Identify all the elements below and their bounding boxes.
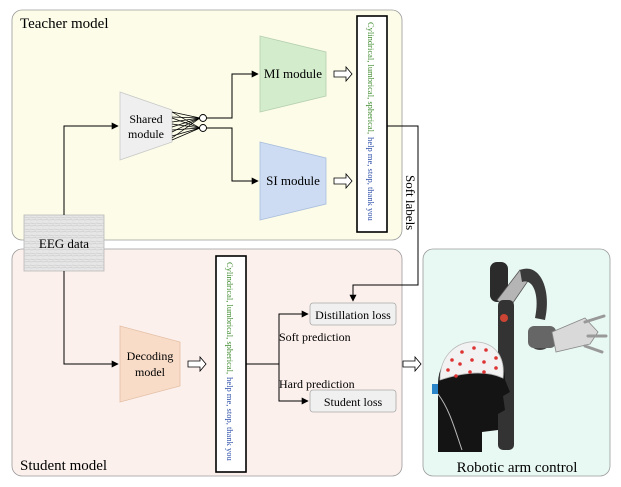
hollow-arrow-decoding: [187, 355, 207, 373]
arrow-hard-prediction: [278, 364, 309, 405]
arrow-eeg-to-decoding: [63, 271, 119, 368]
decoding-model-label-1: Decoding: [127, 349, 174, 363]
soft-labels-text: Soft labels: [403, 175, 418, 230]
connectors: [63, 70, 419, 405]
split-node-top: [199, 114, 207, 122]
teacher-panel-title: Teacher model: [20, 16, 108, 32]
robot-illustration: [432, 262, 608, 452]
hollow-arrow-mi: [333, 65, 353, 83]
distillation-loss-box: [309, 302, 397, 326]
hollow-arrows: [187, 65, 422, 373]
teacher-output-box: [356, 15, 388, 233]
student-output-classes: Cylindrical, lumbrical, spherical,help m…: [225, 262, 235, 461]
student-panel: [11, 248, 403, 477]
eeg-data-label: EEG data: [39, 236, 89, 251]
shared-module-shape: [119, 91, 173, 161]
shared-module-label-2: module: [128, 127, 164, 141]
split-node-bottom: [199, 124, 207, 132]
shared-fan-lines: [171, 111, 201, 141]
student-loss-box: [309, 389, 397, 413]
robot-panel-caption: Robotic arm control: [457, 460, 578, 476]
arrow-soft-labels: [349, 125, 419, 302]
eeg-data-block: [23, 214, 105, 272]
hollow-arrow-si: [333, 172, 353, 190]
teacher-output-classes: Cylindrical, lumbrical, spherical,help m…: [366, 22, 376, 221]
shared-module-label-1: Shared: [129, 112, 162, 126]
si-module-label: SI module: [266, 173, 320, 188]
hollow-arrow-robot: [402, 355, 422, 373]
student-loss-label: Student loss: [324, 395, 383, 409]
arrow-eeg-to-shared: [63, 122, 119, 215]
hard-prediction-label: Hard prediction: [279, 377, 355, 391]
decoding-model-shape: [119, 325, 181, 403]
soft-prediction-label: Soft prediction: [279, 330, 351, 344]
student-output-box: [215, 255, 247, 473]
arrow-split-to-si: [206, 127, 259, 185]
mi-module-label: MI module: [264, 66, 322, 81]
arrow-soft-prediction: [278, 310, 309, 364]
decoding-model-label-2: model: [135, 365, 166, 379]
student-panel-title: Student model: [20, 458, 107, 474]
mi-module-shape: [259, 35, 327, 113]
distillation-loss-label: Distillation loss: [315, 308, 391, 322]
teacher-panel: [11, 9, 403, 241]
arrow-split-to-mi: [206, 70, 259, 119]
si-module-shape: [259, 141, 327, 221]
